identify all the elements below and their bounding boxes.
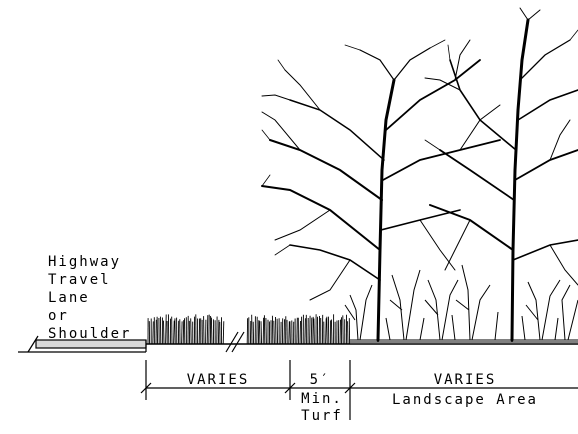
highway-label: Highway Travel Lane or Shoulder (48, 254, 131, 342)
highway-label-line2: Travel (48, 272, 111, 288)
tree-left (261, 39, 501, 342)
break-line (225, 331, 245, 353)
highway-label-line1: Highway (48, 254, 121, 270)
tree-right (424, 7, 578, 342)
turf-width-label: 5′ (310, 372, 331, 388)
dimension-lines (140, 360, 578, 420)
highway-label-line5: Shoulder (48, 326, 131, 342)
turf-note-line1: Min. (301, 391, 343, 407)
landscape-width-label: VARIES (434, 372, 497, 388)
shrub-layer (344, 264, 578, 341)
grass-strip (147, 314, 351, 345)
highway-label-line3: Lane (48, 290, 90, 306)
grass-width-label: VARIES (187, 372, 250, 388)
landscape-note: Landscape Area (392, 392, 538, 408)
turf-note-line2: Turf (301, 408, 343, 424)
highway-label-line4: or (48, 308, 69, 324)
